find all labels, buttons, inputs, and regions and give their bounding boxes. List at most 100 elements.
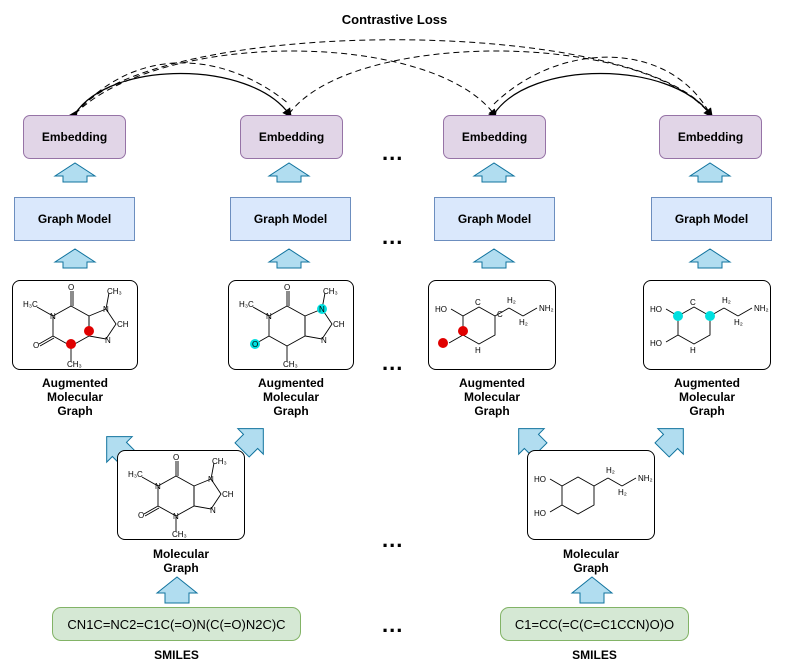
arrow-up-6 (267, 248, 311, 269)
dopamine-masked-structure: HO C C H₂ H₂ NH₂ H (435, 296, 554, 355)
ellipsis-smiles: ... (382, 612, 404, 637)
dopamine-structure: HO HO H₂ H₂ NH₂ (534, 466, 653, 518)
svg-text:O: O (173, 453, 179, 462)
arrow-diag-3 (518, 428, 548, 458)
svg-text:O: O (252, 340, 258, 349)
embedding-box-3: Embedding (443, 115, 546, 159)
atom-o-1: O (68, 283, 74, 292)
svg-text:HO: HO (650, 339, 662, 348)
graph-model-box-3: Graph Model (434, 197, 555, 241)
solid-arc-left (68, 73, 292, 121)
svg-text:C: C (497, 310, 503, 319)
svg-text:CH₃: CH₃ (283, 360, 298, 369)
arrow-up-3 (472, 162, 516, 183)
atom-o-2: O (33, 341, 39, 350)
ellipsis-graph-model: ... (382, 224, 404, 249)
svg-text:HO: HO (534, 475, 546, 484)
arrow-up-10 (570, 576, 614, 604)
graph-model-box-1: Graph Model (14, 197, 135, 241)
atom-ch3-2: CH₃ (67, 360, 82, 369)
svg-text:N: N (319, 305, 325, 314)
svg-text:H₂: H₂ (606, 466, 615, 475)
smiles-box-right: C1=CC(=C(C=C1CCN)O)O (500, 607, 689, 641)
svg-text:H₂: H₂ (722, 296, 731, 305)
dashed-arc-3 (288, 50, 711, 115)
svg-text:NH₂: NH₂ (754, 304, 769, 313)
svg-text:N: N (321, 336, 327, 345)
svg-text:O: O (284, 283, 290, 292)
ellipsis-molecular: ... (382, 527, 404, 552)
dashed-arc-4 (74, 62, 290, 115)
svg-text:CH: CH (333, 320, 345, 329)
augmented-graph-box-3: HO C C H₂ H₂ NH₂ H (428, 280, 556, 370)
caffeine-perturbed-structure: O N H₃C O N CH₃ CH N CH₃ (239, 283, 345, 369)
arrow-up-5 (53, 248, 97, 269)
ellipsis-embedding: ... (382, 140, 404, 165)
svg-text:CH: CH (222, 490, 234, 499)
svg-text:N: N (210, 506, 216, 515)
arrow-diag-2 (234, 428, 264, 458)
dashed-arc-5 (493, 56, 711, 115)
svg-text:N: N (266, 312, 272, 321)
arrow-up-1 (53, 162, 97, 183)
graph-model-box-4: Graph Model (651, 197, 772, 241)
svg-text:H: H (690, 346, 696, 355)
svg-text:C: C (690, 298, 696, 307)
embedding-box-2: Embedding (240, 115, 343, 159)
arrow-up-4 (688, 162, 732, 183)
smiles-box-left: CN1C=NC2=C1C(=O)N(C(=O)N2C)C (52, 607, 301, 641)
dashed-arc-2 (74, 50, 497, 118)
smiles-label-right: SMILES (572, 648, 617, 662)
arrow-up-2 (267, 162, 311, 183)
svg-text:N: N (155, 482, 161, 491)
ellipsis-augmented: ... (382, 350, 404, 375)
caffeine-structure: O N H₃C O N CH₃ CH N N CH₃ (128, 453, 234, 539)
dopamine-perturbed-structure: HO HO C H₂ H₂ NH₂ H (650, 296, 769, 355)
svg-text:H₂: H₂ (734, 318, 743, 327)
caffeine-masked-structure: O N H₃C O N CH₃ CH N CH₃ (23, 283, 129, 369)
arrow-up-8 (688, 248, 732, 269)
augmented-graph-box-1: O N H₃C O N CH₃ CH N CH₃ (12, 280, 138, 370)
svg-text:H₂: H₂ (507, 296, 516, 305)
svg-text:HO: HO (435, 305, 447, 314)
atom-n-1: N (50, 312, 56, 321)
svg-text:H₃C: H₃C (128, 470, 143, 479)
svg-text:H₃C: H₃C (239, 300, 254, 309)
svg-text:N: N (208, 475, 214, 484)
svg-text:CH₃: CH₃ (172, 530, 187, 539)
svg-text:HO: HO (650, 305, 662, 314)
arrow-diag-4 (654, 428, 684, 458)
svg-text:N: N (173, 512, 179, 521)
molecular-graph-box-right: HO HO H₂ H₂ NH₂ (527, 450, 655, 540)
augmented-graph-box-2: O N H₃C O N CH₃ CH N CH₃ (228, 280, 354, 370)
contrastive-loss-title: Contrastive Loss (341, 12, 448, 27)
svg-text:H: H (475, 346, 481, 355)
svg-text:HO: HO (534, 509, 546, 518)
svg-text:H₂: H₂ (618, 488, 627, 497)
dashed-arc-1 (74, 39, 711, 115)
svg-text:O: O (138, 511, 144, 520)
svg-text:CH₃: CH₃ (323, 287, 338, 296)
molecular-graph-box-left: O N H₃C O N CH₃ CH N N CH₃ (117, 450, 245, 540)
embedding-box-1: Embedding (23, 115, 126, 159)
svg-text:H₂: H₂ (519, 318, 528, 327)
atom-n-3: N (105, 336, 111, 345)
smiles-label-left: SMILES (154, 648, 199, 662)
arrow-up-7 (472, 248, 516, 269)
atom-ch3-1: CH₃ (107, 287, 122, 296)
graph-model-box-2: Graph Model (230, 197, 351, 241)
svg-text:C: C (475, 298, 481, 307)
atom-n-2: N (103, 305, 109, 314)
svg-text:NH₂: NH₂ (539, 304, 554, 313)
augmented-graph-box-4: HO HO C H₂ H₂ NH₂ H (643, 280, 771, 370)
atom-ch: CH (117, 320, 129, 329)
svg-text:CH₃: CH₃ (212, 457, 227, 466)
embedding-box-4: Embedding (659, 115, 762, 159)
